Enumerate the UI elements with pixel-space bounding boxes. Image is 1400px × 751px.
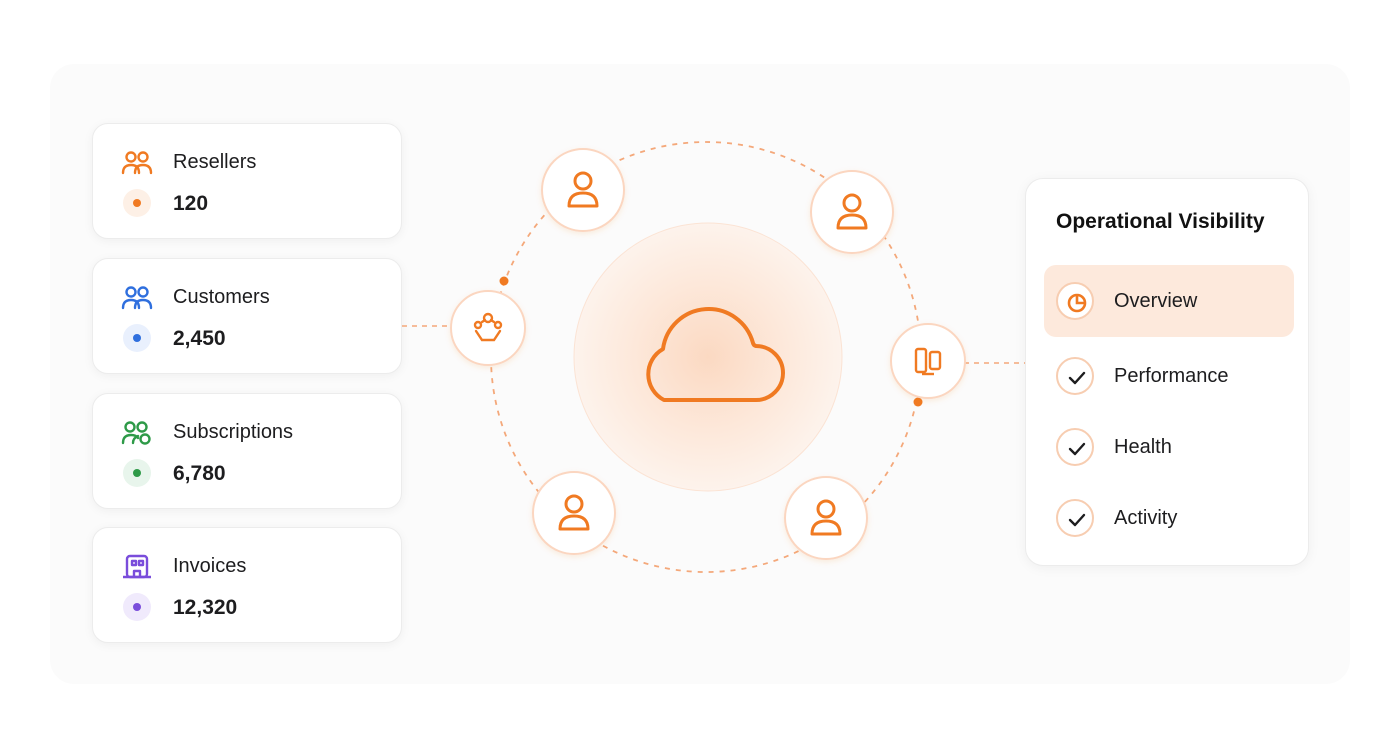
item-badge: [1056, 282, 1094, 320]
subscription-group-icon: [121, 421, 151, 445]
operational-visibility-panel: Operational Visibility Overview Performa…: [1025, 178, 1309, 566]
status-dot: [133, 603, 141, 611]
check-icon: [1068, 371, 1086, 385]
stat-card-resellers[interactable]: Resellers 120: [92, 123, 402, 239]
user-icon: [558, 494, 590, 531]
status-dot: [133, 199, 141, 207]
user-node-bottom-right: [784, 476, 868, 560]
stat-indicator: [123, 189, 151, 217]
panel-item-overview[interactable]: Overview: [1044, 265, 1294, 337]
status-dot: [133, 469, 141, 477]
panel-item-activity[interactable]: Activity: [1044, 482, 1294, 554]
stat-label: Resellers: [173, 151, 257, 173]
user-icon: [810, 499, 842, 536]
item-label: Health: [1114, 436, 1172, 458]
user-icon: [836, 193, 868, 230]
stat-card-customers[interactable]: Customers 2,450: [92, 258, 402, 374]
user-icon: [567, 171, 599, 208]
stat-label: Subscriptions: [173, 421, 294, 443]
stat-card-invoices[interactable]: Invoices 12,320: [92, 527, 402, 643]
pie-chart-icon: [1067, 293, 1087, 313]
stat-card-subscriptions[interactable]: Subscriptions 6,780: [92, 393, 402, 509]
building-icon: [123, 554, 151, 579]
group-icon: [121, 151, 153, 175]
connector-node-right: [890, 323, 966, 399]
panel-item-performance[interactable]: Performance: [1044, 340, 1294, 412]
item-label: Performance: [1114, 365, 1229, 387]
center-glow: [573, 222, 843, 492]
user-node-top-left: [541, 148, 625, 232]
orbit-dot: [913, 397, 923, 407]
panel-item-health[interactable]: Health: [1044, 411, 1294, 483]
item-badge: [1056, 499, 1094, 537]
panel-title: Operational Visibility: [1056, 210, 1265, 233]
connector-node-left: [450, 290, 526, 366]
stat-value: 6,780: [173, 462, 226, 485]
stat-value: 2,450: [173, 327, 226, 350]
item-label: Overview: [1114, 290, 1198, 312]
check-icon: [1068, 513, 1086, 527]
stat-indicator: [123, 459, 151, 487]
check-icon: [1068, 442, 1086, 456]
stat-label: Customers: [173, 286, 270, 308]
network-icon: [473, 312, 503, 342]
group-icon: [121, 286, 153, 310]
stat-indicator: [123, 593, 151, 621]
user-node-top-right: [810, 170, 894, 254]
status-dot: [133, 334, 141, 342]
devices-icon: [914, 347, 942, 376]
orbit-dot: [499, 276, 509, 286]
stat-value: 12,320: [173, 596, 238, 619]
stat-label: Invoices: [173, 555, 247, 577]
item-label: Activity: [1114, 507, 1178, 529]
stat-indicator: [123, 324, 151, 352]
cloud-icon: [646, 307, 785, 402]
item-badge: [1056, 357, 1094, 395]
stat-value: 120: [173, 192, 209, 215]
item-badge: [1056, 428, 1094, 466]
user-node-bottom-left: [532, 471, 616, 555]
